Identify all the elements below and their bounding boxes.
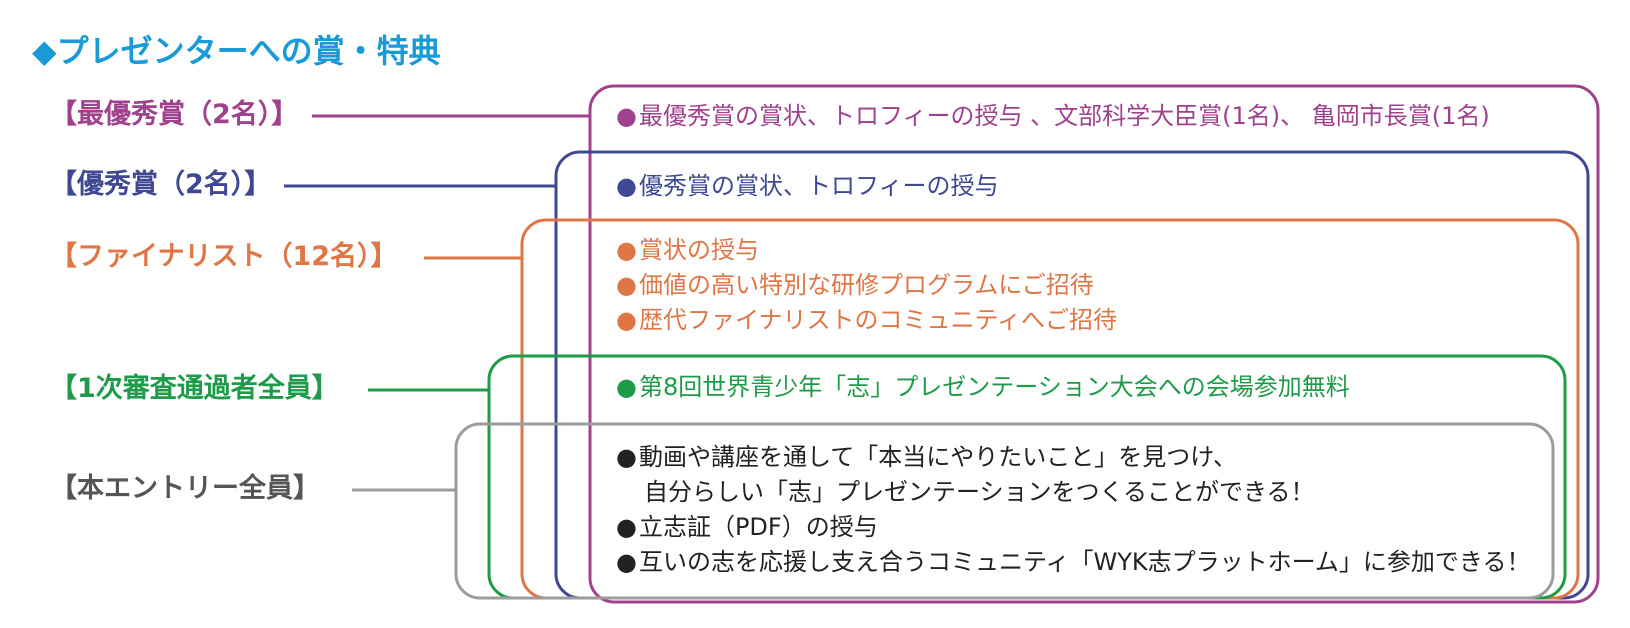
bullet-icon: ●: [616, 102, 637, 130]
tier3-item: ●歴代ファイナリストのコミュニティへご招待: [616, 308, 1117, 332]
tier5-item-text: 互いの志を応援し支え合うコミュニティ「WYK志プラットホーム」に参加できる！: [638, 548, 1531, 576]
bullet-icon: ●: [616, 236, 637, 264]
tier4-item: ●第8回世界青少年「志」プレゼンテーション大会への会場参加無料: [616, 375, 1350, 399]
section-title: ◆プレゼンターへの賞・特典: [32, 32, 441, 70]
bullet-icon: ●: [616, 306, 637, 334]
bullet-icon: ●: [616, 513, 637, 541]
tier3-item-text: 歴代ファイナリストのコミュニティへご招待: [638, 306, 1118, 334]
tier4-label: 【1次審査通過者全員】: [50, 373, 339, 404]
tier1-item: ●最優秀賞の賞状、トロフィーの授与 、文部科学大臣賞(1名)、 亀岡市長賞(1名…: [616, 104, 1490, 128]
tier5-frame: [454, 422, 1555, 600]
tier3-item: ●価値の高い特別な研修プログラムにご招待: [616, 273, 1094, 297]
tier1-label: 【最優秀賞（2名）】: [50, 99, 299, 130]
tier2-item-text: 優秀賞の賞状、トロフィーの授与: [638, 172, 999, 200]
tier4-item-text: 第8回世界青少年「志」プレゼンテーション大会への会場参加無料: [638, 373, 1350, 401]
tier1-frame: [588, 84, 1600, 604]
bullet-icon: ●: [616, 172, 637, 200]
tier5-label: 【本エントリー全員】: [50, 473, 320, 504]
tier5-item-text: 動画や講座を通して「本当にやりたいこと」を見つけ、: [638, 443, 1238, 471]
tier5-item: ●立志証（PDF）の授与: [616, 515, 878, 539]
tier5-item-text: 立志証（PDF）の授与: [638, 513, 878, 541]
bullet-icon: ●: [616, 373, 637, 401]
tier3-item-text: 賞状の授与: [638, 236, 759, 264]
bullet-icon: ●: [616, 548, 637, 576]
bullet-icon: ●: [616, 271, 637, 299]
tier3-item: ●賞状の授与: [616, 238, 759, 262]
tier1-item-text: 最優秀賞の賞状、トロフィーの授与 、文部科学大臣賞(1名)、 亀岡市長賞(1名): [638, 102, 1490, 130]
tier5-item-text: 自分らしい「志」プレゼンテーションをつくることができる！: [644, 478, 1315, 506]
tier5-item: ●動画や講座を通して「本当にやりたいこと」を見つけ、: [616, 445, 1237, 469]
tier3-item-text: 価値の高い特別な研修プログラムにご招待: [638, 271, 1094, 299]
tier3-label: 【ファイナリスト（12名）】: [50, 241, 398, 272]
tier2-item: ●優秀賞の賞状、トロフィーの授与: [616, 174, 998, 198]
tier5-item-continued: 自分らしい「志」プレゼンテーションをつくることができる！: [644, 480, 1315, 504]
tier5-item: ●互いの志を応援し支え合うコミュニティ「WYK志プラットホーム」に参加できる！: [616, 550, 1530, 574]
tier2-label: 【優秀賞（2名）】: [50, 169, 272, 200]
bullet-icon: ●: [616, 443, 637, 471]
